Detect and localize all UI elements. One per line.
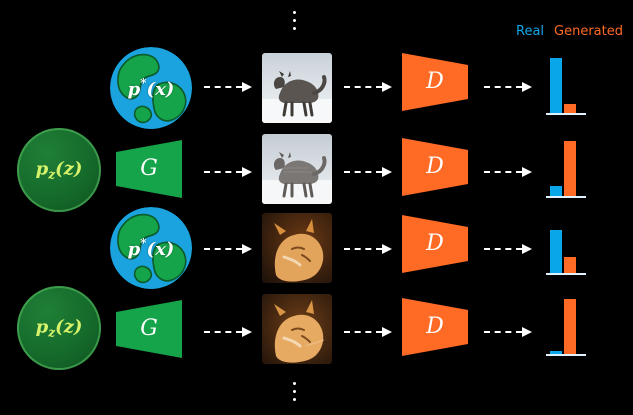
score-bars-1 <box>546 53 586 115</box>
score-generated-bar-4 <box>564 298 576 354</box>
score-bars-3 <box>546 213 586 275</box>
legend: Real Generated <box>516 24 623 40</box>
discriminator-3: D <box>402 215 468 273</box>
arrow-2c <box>484 166 532 178</box>
arrow-1a <box>204 81 252 93</box>
score-bars-2 <box>546 136 586 198</box>
cat-image-4 <box>262 294 332 364</box>
arrow-3c <box>484 243 532 255</box>
score-axis-4 <box>546 354 586 356</box>
score-generated-bar-1 <box>564 104 576 113</box>
p-z-label-2: pz(z) <box>17 317 101 340</box>
discriminator-4: D <box>402 298 468 356</box>
arrow-3b <box>344 243 392 255</box>
cat-image-3 <box>262 213 332 283</box>
score-bars-4 <box>546 294 586 356</box>
vertical-ellipsis-top-icon <box>286 9 304 35</box>
row-4: pz(z) G <box>0 286 633 370</box>
p-z-text-1: pz(z) <box>35 158 83 182</box>
arrow-2a <box>204 166 252 178</box>
p-z-text-2: pz(z) <box>35 316 83 340</box>
legend-generated: Generated <box>554 24 623 39</box>
score-axis-3 <box>546 273 586 275</box>
score-real-bar-3 <box>550 229 562 273</box>
vertical-ellipsis-bottom-icon <box>286 380 304 406</box>
row-3: p*(x) D <box>0 205 633 289</box>
generator-2: G <box>116 300 182 358</box>
score-axis-2 <box>546 196 586 198</box>
p-data-earth-2: p*(x) <box>110 207 192 289</box>
arrow-1c <box>484 81 532 93</box>
row-2: pz(z) G <box>0 128 633 212</box>
score-real-bar-4 <box>550 350 562 354</box>
p-data-earth-1: p*(x) <box>110 47 192 129</box>
row-1: p*(x) D <box>0 45 633 129</box>
arrow-2b <box>344 166 392 178</box>
discriminator-2: D <box>402 138 468 196</box>
score-generated-bar-3 <box>564 256 576 273</box>
discriminator-1: D <box>402 53 468 111</box>
arrow-4b <box>344 326 392 338</box>
p-z-label-1: pz(z) <box>17 159 101 182</box>
score-real-bar-2 <box>550 185 562 196</box>
p-z-node-1: pz(z) <box>17 128 101 212</box>
score-real-bar-1 <box>550 57 562 113</box>
arrow-4c <box>484 326 532 338</box>
arrow-1b <box>344 81 392 93</box>
score-generated-bar-2 <box>564 140 576 196</box>
arrow-3a <box>204 243 252 255</box>
p-z-node-2: pz(z) <box>17 286 101 370</box>
generator-1: G <box>116 140 182 198</box>
cat-image-1 <box>262 53 332 123</box>
legend-real: Real <box>516 24 545 39</box>
arrow-4a <box>204 326 252 338</box>
cat-image-2 <box>262 134 332 204</box>
score-axis-1 <box>546 113 586 115</box>
